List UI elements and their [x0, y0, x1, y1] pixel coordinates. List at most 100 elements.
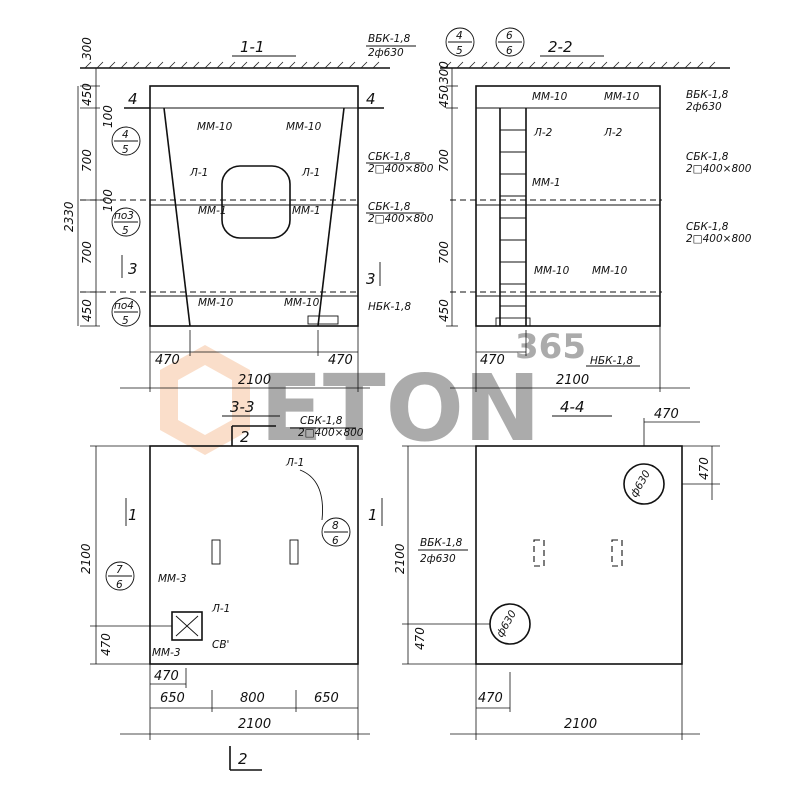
cut-mark-2-top: 2 — [240, 428, 250, 446]
svg-text:5: 5 — [122, 225, 129, 237]
label-l1-s33-b: Л-1 — [211, 603, 230, 615]
cut-mark-2-bottom: 2 — [238, 750, 248, 768]
callout-po4-5: по4 5 — [111, 297, 141, 327]
callout-4-5-s22: 4 5 — [445, 27, 475, 57]
label-phi630-top: ф630 — [628, 468, 653, 499]
dim-450-bottom: 450 — [80, 299, 94, 322]
svg-text:4: 4 — [456, 30, 463, 42]
watermark-hex-icon — [160, 345, 250, 455]
callout-7-6: 7 6 — [105, 561, 135, 591]
dim-700-upper: 700 — [80, 149, 94, 172]
dim-2100-s44: 2100 — [564, 717, 597, 732]
dim-470-s33: 470 — [154, 669, 179, 684]
dim-2100-s22: 2100 — [556, 373, 589, 388]
dim-2100-s44-vert: 2100 — [393, 543, 407, 574]
dim-300: 300 — [80, 37, 94, 60]
svg-text:по3: по3 — [114, 210, 134, 222]
dim-2100: 2100 — [238, 373, 271, 388]
label-nbk-s22: НБК-1,8 — [590, 355, 633, 367]
label-mm10-bottom-left-s22: ММ-10 — [534, 265, 570, 277]
label-sbk-lower-s22: СБК-1,8 — [686, 221, 729, 233]
section-title-4-4: 4-4 — [560, 398, 585, 416]
svg-text:4: 4 — [122, 129, 129, 141]
svg-text:6: 6 — [506, 45, 513, 57]
dim-2100-s33-vert: 2100 — [79, 543, 93, 574]
cut-mark-1-left: 1 — [128, 506, 138, 524]
cut-mark-4-left: 4 — [128, 90, 138, 108]
callout-6-6: 6 6 — [495, 27, 525, 57]
cut-mark-1-right: 1 — [368, 506, 378, 524]
dim-450-top: 450 — [80, 83, 94, 106]
label-mm10-left: ММ-10 — [197, 121, 233, 133]
dim-450-top-s22: 450 — [437, 85, 451, 108]
dim-470-left: 470 — [155, 353, 180, 368]
label-mm1-left: ММ-1 — [198, 205, 227, 217]
label-vbk-spec-s44: 2ф630 — [420, 553, 456, 565]
label-sbk-upper-spec: 2□400×800 — [368, 163, 434, 175]
dim-700-lower-s22: 700 — [437, 241, 451, 264]
label-mm10-top-right-s22: ММ-10 — [604, 91, 640, 103]
svg-text:6: 6 — [506, 30, 513, 42]
svg-text:5: 5 — [122, 315, 129, 327]
svg-text:по4: по4 — [114, 300, 134, 312]
dim-470-right: 470 — [328, 353, 353, 368]
dim-470-s33-vert: 470 — [99, 633, 113, 656]
watermark-brand: ETON — [260, 355, 541, 462]
dim-650-left: 650 — [160, 691, 185, 706]
section-2-2: 2-2 300 450 700 700 450 470 2100 НБК-1,8 — [437, 27, 752, 392]
label-sbk-upper-s22: СБК-1,8 — [686, 151, 729, 163]
watermark: ETON 365 — [160, 327, 586, 462]
cut-mark-4-right: 4 — [366, 90, 376, 108]
label-l1-s33: Л-1 — [285, 457, 304, 469]
dim-470-s44-vert: 470 — [413, 627, 427, 650]
label-mm3-bottom: ММ-3 — [152, 647, 181, 659]
section-title-1-1: 1-1 — [240, 38, 265, 56]
svg-text:6: 6 — [116, 579, 123, 591]
label-mm10-top-left-s22: ММ-10 — [532, 91, 568, 103]
watermark-number: 365 — [515, 327, 586, 367]
label-vbk-s22: ВБК-1,8 — [686, 89, 729, 101]
label-phi630-bottom: ф630 — [494, 608, 519, 639]
label-vbk-s44: ВБК-1,8 — [420, 537, 463, 549]
dim-470-s44-top: 470 — [654, 407, 679, 422]
section-1-1: 1-1 300 450 700 700 450 2330 100 100 — [62, 33, 434, 392]
label-sbk-upper-spec-s22: 2□400×800 — [686, 163, 752, 175]
label-sbk-lower-spec-s22: 2□400×800 — [686, 233, 752, 245]
label-vbk: ВБК-1,8 — [368, 33, 411, 45]
svg-text:8: 8 — [332, 520, 339, 532]
label-mm10-bottom-right-s22: ММ-10 — [592, 265, 628, 277]
svg-text:7: 7 — [116, 564, 123, 576]
dim-300-s22: 300 — [437, 61, 451, 84]
label-l1-left: Л-1 — [189, 167, 208, 179]
label-vbk-spec: 2ф630 — [368, 47, 404, 59]
dim-450-bottom-s22: 450 — [437, 299, 451, 322]
label-sv: СВ' — [212, 639, 229, 651]
section-title-2-2: 2-2 — [548, 38, 573, 56]
label-sbk-spec-s33: 2□400×800 — [298, 427, 364, 439]
dim-800: 800 — [240, 691, 265, 706]
label-mm1-right: ММ-1 — [292, 205, 321, 217]
label-mm10-bottom-right: ММ-10 — [284, 297, 320, 309]
label-sbk-s33: СБК-1,8 — [300, 415, 343, 427]
dim-100-a: 100 — [101, 105, 115, 128]
cut-mark-3-right: 3 — [366, 270, 376, 288]
label-l2-right: Л-2 — [603, 127, 623, 139]
dim-470-s44-right: 470 — [697, 457, 711, 480]
label-vbk-spec-s22: 2ф630 — [686, 101, 722, 113]
dim-2330: 2330 — [62, 201, 76, 232]
svg-text:5: 5 — [456, 45, 463, 57]
section-3-3: 3-3 2 1 1 СБК-1,8 2□400×800 Л-1 ММ-3 Л-1… — [79, 398, 383, 771]
dim-2100-s33: 2100 — [238, 717, 271, 732]
label-sbk-lower: СБК-1,8 — [368, 201, 411, 213]
label-l2-left: Л-2 — [533, 127, 553, 139]
dim-650-right: 650 — [314, 691, 339, 706]
label-mm10-bottom-left: ММ-10 — [198, 297, 234, 309]
callout-4-5: 4 5 — [111, 126, 141, 156]
dim-700-lower: 700 — [80, 241, 94, 264]
label-nbk: НБК-1,8 — [368, 301, 411, 313]
label-mm1-s22: ММ-1 — [532, 177, 561, 189]
label-mm3-top: ММ-3 — [158, 573, 187, 585]
dim-700-upper-s22: 700 — [437, 149, 451, 172]
label-mm10-right: ММ-10 — [286, 121, 322, 133]
